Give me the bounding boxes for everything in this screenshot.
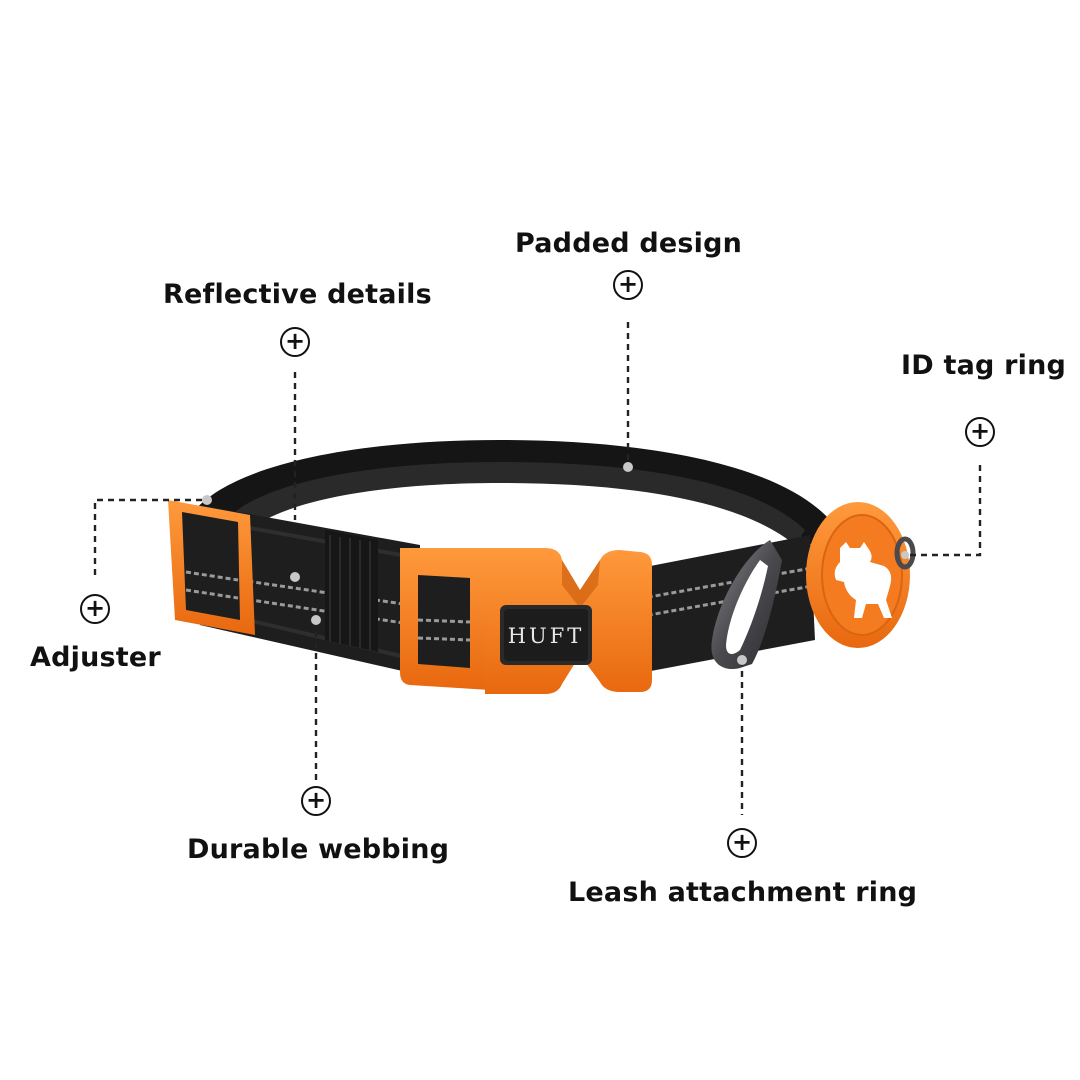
callout-durable-webbing-label: Durable webbing — [187, 834, 450, 865]
callout-id-tag-ring-label: ID tag ring — [901, 350, 1067, 381]
callout-padded-design-plus-icon[interactable]: + — [613, 270, 643, 300]
callout-padded-design-label: Padded design — [515, 228, 743, 259]
dog-silhouette-icon — [834, 542, 892, 618]
collar-back-band — [185, 440, 830, 545]
buckle: HUFT — [400, 548, 652, 694]
tag-disc — [806, 502, 910, 648]
brand-logo-text: HUFT — [508, 624, 585, 648]
callout-reflective-details-label: Reflective details — [163, 279, 432, 310]
adjuster-slider — [168, 500, 255, 635]
callout-id-tag-ring-plus-icon[interactable]: + — [965, 417, 995, 447]
callout-adjuster-plus-icon[interactable]: + — [80, 594, 110, 624]
callout-leash-ring-label: Leash attachment ring — [568, 877, 918, 908]
leader-id-tag-ring — [910, 465, 982, 557]
callout-leader-lines — [93, 322, 982, 815]
leader-adjuster — [93, 498, 205, 575]
elastic-keeper — [325, 530, 378, 652]
callout-adjuster-label: Adjuster — [30, 642, 161, 673]
id-tag-ring — [894, 536, 916, 570]
callout-anchor-dots — [202, 462, 909, 665]
leash-d-ring — [711, 540, 782, 670]
callout-durable-webbing-plus-icon[interactable]: + — [301, 786, 331, 816]
callout-leash-ring-plus-icon[interactable]: + — [727, 828, 757, 858]
callout-reflective-details-plus-icon[interactable]: + — [280, 327, 310, 357]
